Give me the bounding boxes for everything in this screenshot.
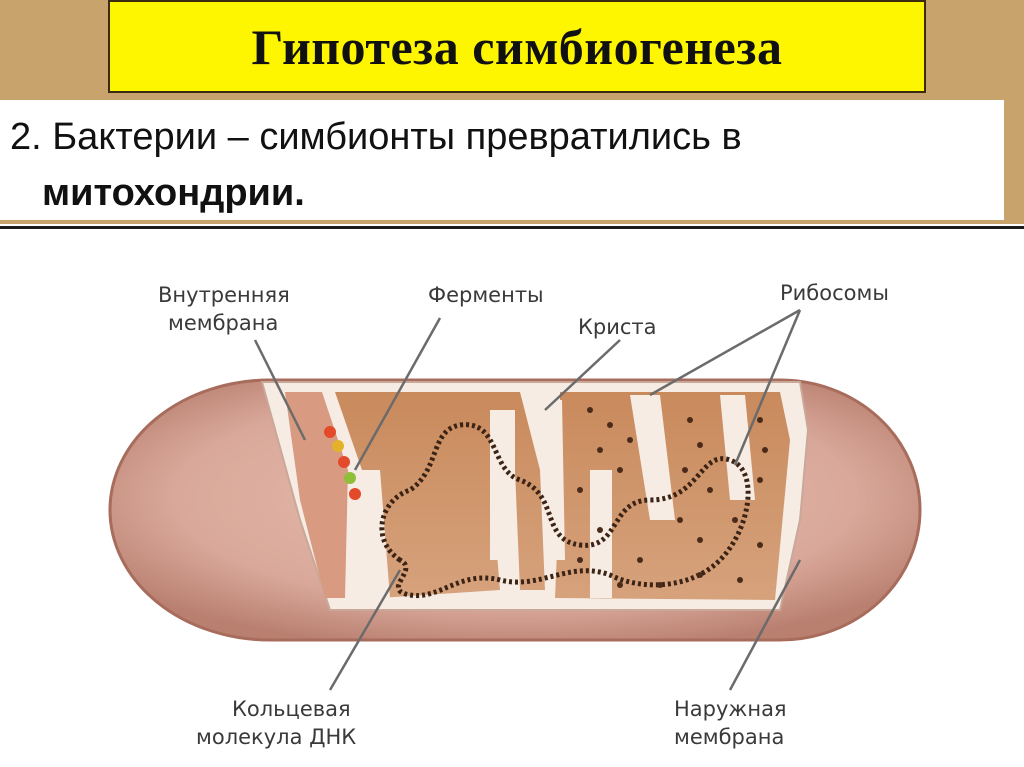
pointer-lines (253, 308, 802, 691)
statement-line-2: митохондрии. (42, 172, 305, 214)
crista-fold (490, 410, 515, 560)
crista-fold (360, 470, 390, 598)
label-outer-membrane-2: мембрана (674, 725, 784, 749)
label-dna-1: Кольцевая (232, 697, 351, 721)
label-inner-membrane-2: мембрана (168, 311, 278, 335)
label-inner-membrane-1: Внутренняя (158, 283, 290, 307)
matrix-region (285, 392, 348, 598)
crista-fold (590, 470, 612, 598)
label-dna-2: молекула ДНК (196, 725, 356, 749)
crista-fold (630, 395, 675, 520)
label-crista: Криста (578, 315, 657, 339)
divider-dark (0, 226, 1024, 229)
dna-molecule (379, 422, 751, 599)
label-ribosomes: Рибосомы (780, 281, 889, 305)
ribosome-dots (577, 407, 768, 588)
title-box: Гипотеза симбиогенеза (108, 0, 926, 93)
label-outer-membrane-1: Наружная (674, 697, 787, 721)
mitochondrion-diagram: Внутренняя мембрана Ферменты Криста Рибо… (108, 281, 922, 749)
text-panel (0, 100, 1024, 220)
statement-line-1: 2. Бактерии – симбионты превратились в (10, 116, 742, 158)
crista-fold (540, 400, 565, 560)
label-enzymes: Ферменты (428, 283, 544, 307)
enzyme-chain (324, 426, 361, 500)
right-accent-bar (1004, 100, 1024, 220)
divider-tan (0, 220, 1024, 224)
page-title: Гипотеза симбиогенеза (251, 18, 783, 75)
